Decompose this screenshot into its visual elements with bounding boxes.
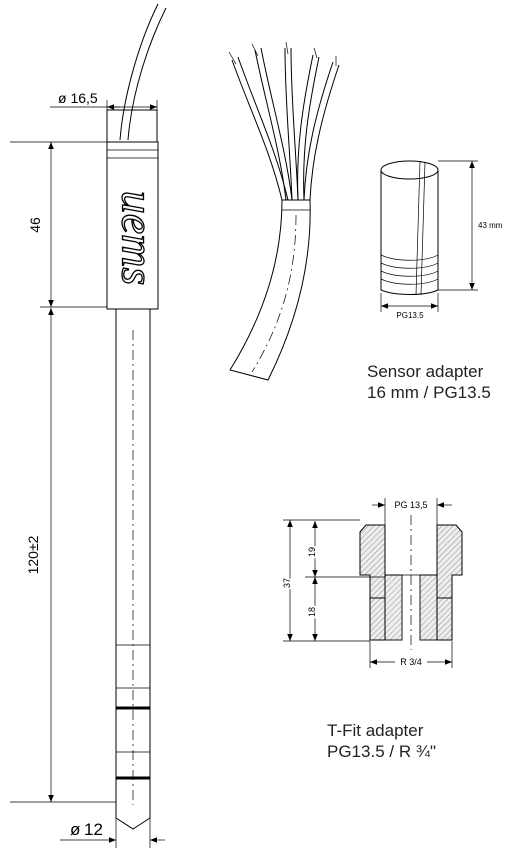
probe-cap (106, 109, 158, 143)
tfit-right-section (436, 524, 463, 599)
sensor-adapter-drawing: 43 mm PG13.5 (380, 160, 503, 320)
tfit-adapter-caption: T-Fit adapter PG13.5 / R ¾" (327, 720, 436, 762)
sensor-adapter-thread-text: PG13.5 (396, 311, 424, 320)
tfit-bottom-thread-text: R 3/4 (400, 657, 422, 667)
sensor-adapter-caption: Sensor adapter 16 mm / PG13.5 (367, 361, 491, 403)
probe-logo: uems (112, 191, 163, 286)
sensor-adapter-caption-line1: Sensor adapter (367, 362, 484, 381)
tfit-lower-text: 18 (307, 607, 317, 617)
dim-head-length-text: 46 (27, 217, 43, 233)
dim-shaft-diameter: ø 12 (60, 818, 165, 848)
tfit-adapter-caption-line1: T-Fit adapter (327, 721, 424, 740)
probe: uems ø 16,5 46 (10, 3, 167, 848)
wire-bundle (228, 41, 340, 381)
sensor-adapter-height-text: 43 mm (478, 221, 503, 230)
dim-cable-diameter: ø 16,5 (50, 90, 158, 112)
dim-cable-diameter-text: ø 16,5 (58, 90, 98, 106)
tfit-adapter-drawing: PG 13,5 37 19 18 R 3/4 (280, 498, 463, 668)
cable-jacket (229, 199, 311, 381)
sensor-adapter-body (380, 170, 439, 295)
tfit-upper-text: 19 (307, 547, 317, 557)
sensor-adapter-caption-line2: 16 mm / PG13.5 (367, 383, 491, 402)
probe-head (106, 141, 159, 310)
dim-head-length: 46 (10, 141, 107, 308)
dim-shaft-length: 120±2 (10, 308, 116, 803)
tfit-total-text: 37 (282, 578, 292, 588)
probe-cable (127, 7, 167, 141)
probe-tip (115, 817, 151, 830)
tfit-adapter-caption-line2: PG13.5 / R ¾" (327, 742, 437, 761)
dim-shaft-length-text: 120±2 (25, 535, 41, 574)
dim-shaft-diameter-symbol: ø (70, 820, 80, 839)
tfit-top-thread-text: PG 13,5 (394, 500, 427, 510)
dim-shaft-diameter-text: 12 (84, 820, 103, 839)
tfit-left-section (359, 524, 386, 599)
